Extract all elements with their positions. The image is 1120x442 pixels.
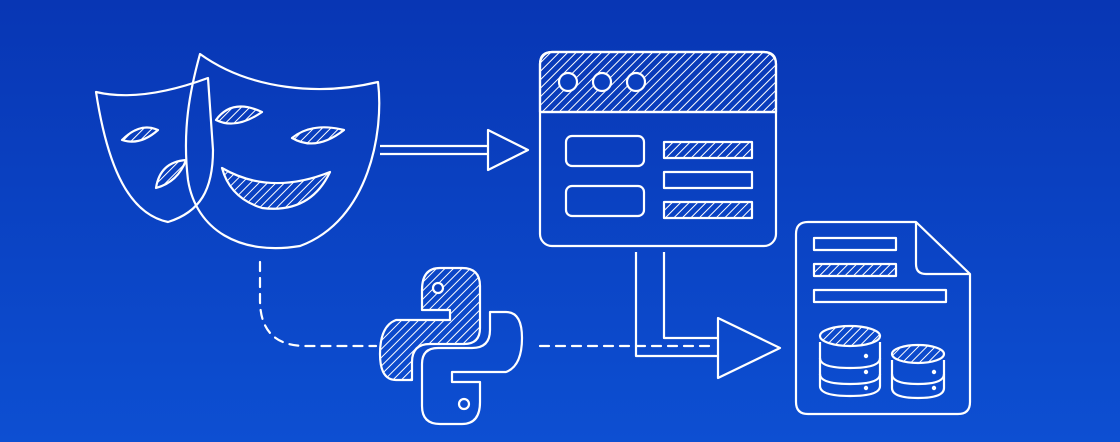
dashed-connector	[258, 260, 718, 348]
content-line-2	[662, 170, 754, 190]
content-line-1	[662, 140, 754, 160]
window-dot-2	[591, 71, 613, 93]
doc-line-1	[812, 236, 898, 252]
database-left-top	[818, 324, 882, 348]
window-dot-1	[557, 71, 579, 93]
window-dot-3	[625, 71, 647, 93]
browser-window-icon	[538, 50, 778, 248]
content-line-3	[662, 200, 754, 220]
document-outline	[794, 220, 972, 416]
happy-mask-right-eye	[290, 126, 346, 145]
doc-line-2	[812, 262, 898, 278]
document-fold	[914, 222, 970, 276]
python-lower-snake	[420, 310, 524, 426]
happy-mask-left-eye	[214, 105, 264, 125]
content-box-1	[564, 134, 646, 168]
browser-titlebar	[538, 50, 778, 114]
doc-line-3	[812, 288, 948, 304]
python-upper-snake	[378, 266, 482, 382]
arrow-browser-to-report	[634, 252, 782, 380]
sad-mask-outline	[94, 76, 215, 224]
happy-mask-mouth	[220, 166, 332, 210]
python-lower-eye	[457, 397, 471, 411]
content-box-2	[564, 184, 646, 218]
database-right-top	[890, 343, 946, 365]
sad-mask-left-eye	[120, 126, 160, 143]
happy-mask-outline	[184, 52, 381, 250]
python-upper-eye	[431, 281, 445, 295]
database-icon	[818, 324, 946, 400]
python-logo-icon	[378, 266, 524, 426]
theater-masks-icon	[94, 52, 381, 250]
report-document-icon	[794, 220, 972, 416]
arrow-masks-to-browser	[380, 128, 530, 172]
